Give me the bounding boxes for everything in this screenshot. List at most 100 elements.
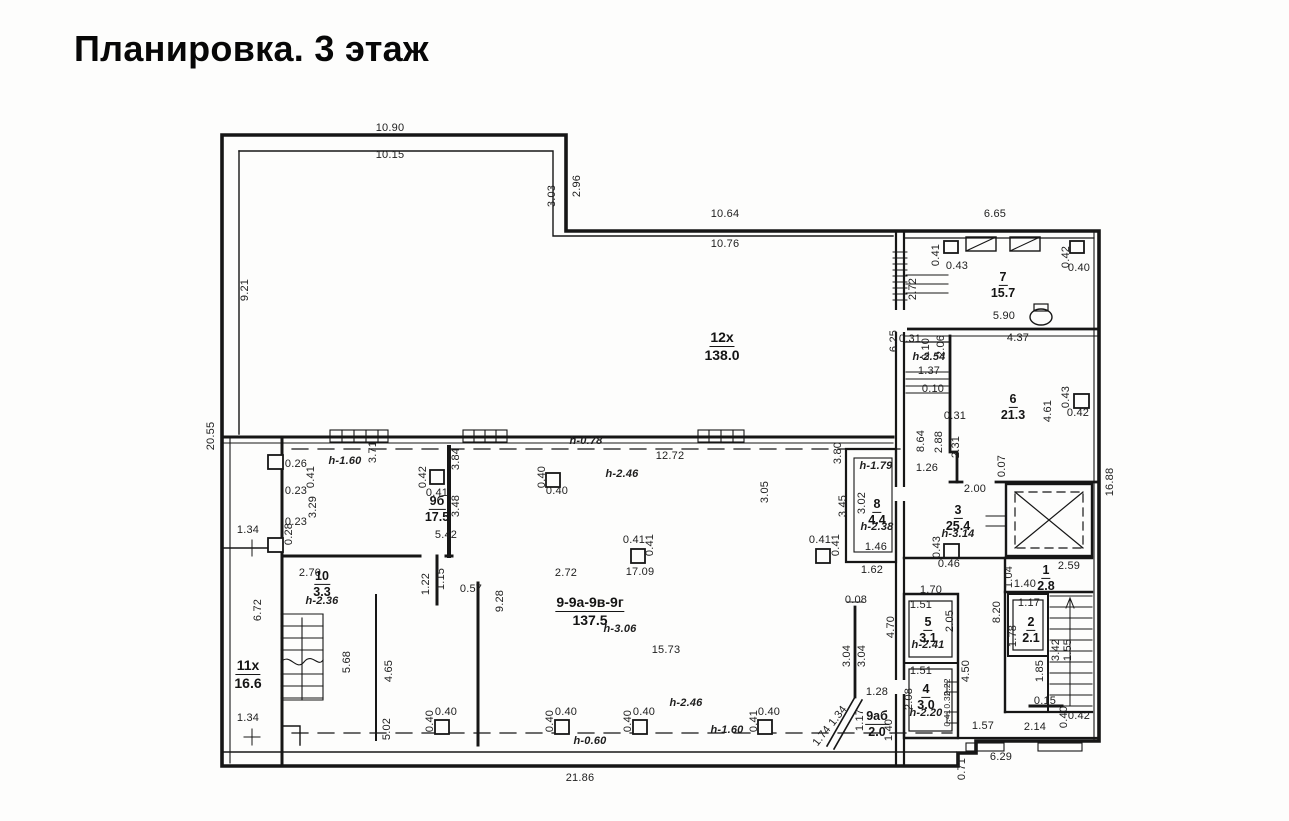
dim-label: h-1.60 [328, 455, 362, 467]
dim-label: 5.42 [434, 529, 458, 541]
room-area: 137.5 [572, 612, 608, 629]
room-area: 2.0 [868, 725, 886, 740]
dim-label: h-2.38 [860, 521, 894, 533]
room-area: 3.1 [919, 631, 937, 646]
dim-label: 2.00 [963, 483, 987, 495]
dim-label: 3.45 [837, 494, 849, 518]
dim-label: h-2.20 [909, 707, 943, 719]
room-number: 9б [428, 493, 446, 510]
dim-label: 1.62 [860, 564, 884, 576]
room-number: 9аб [865, 708, 889, 725]
dim-label: 0.07 [996, 454, 1008, 478]
room-area: 4.4 [868, 513, 886, 528]
dim-label: 0.57 [459, 583, 483, 595]
room-area: 17.5 [424, 510, 450, 525]
room-number: 4 [921, 681, 931, 698]
dim-label: 0.23 [284, 485, 308, 497]
dim-label: 4.37 [1006, 332, 1030, 344]
room-number: 11x [235, 657, 261, 675]
room-number: 3 [953, 502, 963, 519]
room-area: 15.7 [990, 286, 1016, 301]
dim-label: 0.40 [554, 706, 578, 718]
dim-label: 8.20 [991, 600, 1003, 624]
dim-label: 0.08 [844, 594, 868, 606]
dim-label: 9.21 [239, 278, 251, 302]
dim-label: 1.51 [909, 665, 933, 677]
dim-label: 0.32 [942, 691, 952, 709]
dim-label: 2.05 [944, 609, 956, 633]
dim-label: 0.41 [942, 709, 952, 727]
dim-label: 3.05 [759, 480, 771, 504]
dim-label: 0.41 [930, 243, 942, 267]
dim-label: 15.73 [651, 644, 681, 656]
dim-label: 2.70 [298, 567, 322, 579]
dim-label: h-2.41 [911, 639, 945, 651]
dim-label: 1.55 [1062, 638, 1074, 662]
dim-label: 10.76 [710, 238, 740, 250]
dim-label: 3.02 [856, 491, 868, 515]
dim-label: 3.04 [841, 644, 853, 668]
dim-label: 10.15 [375, 149, 405, 161]
dim-label: 1.46 [864, 541, 888, 553]
dim-label: 1.85 [1034, 659, 1046, 683]
room-number: 9-9а-9в-9г [555, 594, 625, 612]
dim-label: 0.42 [417, 465, 429, 489]
dim-label: 1.34 [236, 712, 260, 724]
dim-label: 0.31 [898, 333, 922, 345]
dim-label: 2.31 [950, 435, 962, 459]
dim-label: 20.55 [205, 421, 217, 451]
room-area: 3.0 [917, 698, 935, 713]
room-number: 7 [998, 269, 1008, 286]
dim-label: h-0.78 [569, 435, 603, 447]
room-area: 3.3 [313, 585, 331, 600]
dim-label: h-1.60 [710, 724, 744, 736]
room-number: 10 [314, 568, 330, 585]
dim-label: 0.46 [937, 558, 961, 570]
dim-label: h-2.36 [305, 595, 339, 607]
dim-label: 1.26 [915, 462, 939, 474]
dim-label: 0.28 [283, 522, 295, 546]
dim-label: h-3.06 [603, 623, 637, 635]
room-area: 2.8 [1037, 579, 1055, 594]
dim-label: 10.90 [375, 122, 405, 134]
dim-label: 6.29 [989, 751, 1013, 763]
dim-label: 3.29 [307, 495, 319, 519]
dim-label: 0.40 [545, 485, 569, 497]
dim-label: 1.51 [909, 599, 933, 611]
dim-label: 0.71 [956, 757, 968, 781]
dim-label: 5.02 [381, 717, 393, 741]
dim-label: 0.43 [945, 260, 969, 272]
dim-label: 3.04 [856, 644, 868, 668]
room-number: 5 [923, 614, 933, 631]
room-area: 25.4 [945, 519, 971, 534]
dim-label: 12.72 [655, 450, 685, 462]
dim-label: 1.34 [236, 524, 260, 536]
dim-label: 2.96 [571, 174, 583, 198]
dim-label: 4.65 [383, 659, 395, 683]
dim-label: 1.40 [1013, 578, 1037, 590]
dim-label: 3.80 [832, 441, 844, 465]
dim-label: 16.88 [1104, 467, 1116, 497]
dim-label: 1.17 [1017, 597, 1041, 609]
dim-label: 6.65 [983, 208, 1007, 220]
dim-label: 17.09 [625, 566, 655, 578]
dim-label: 0.41 [622, 534, 646, 546]
dim-label: 8.64 [915, 429, 927, 453]
dim-label: h-1.79 [859, 460, 893, 472]
dim-label: 2.59 [1057, 560, 1081, 572]
dim-label: h-3.14 [941, 528, 975, 540]
dim-label: 0.43 [1060, 385, 1072, 409]
dim-label: 1.78 [1007, 624, 1019, 648]
dim-label: 2.14 [1023, 721, 1047, 733]
dim-label: 0.40 [632, 706, 656, 718]
dim-label: h-2.46 [669, 697, 703, 709]
